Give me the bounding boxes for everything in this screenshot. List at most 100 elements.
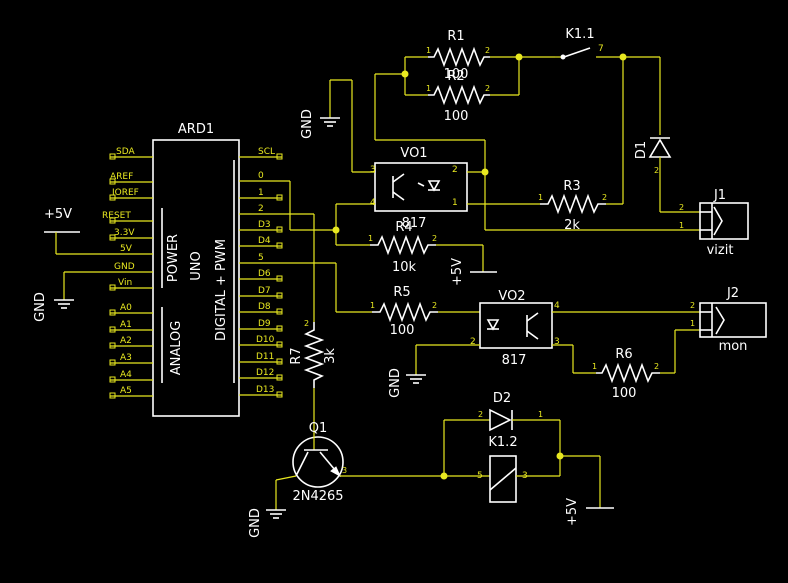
- svg-text:100: 100: [612, 386, 637, 401]
- svg-text:5V: 5V: [120, 244, 133, 254]
- svg-text:3: 3: [370, 165, 376, 175]
- svg-text:5: 5: [258, 253, 264, 263]
- relay-coil-k1-2[interactable]: K1.2 5 3: [440, 420, 601, 508]
- pin-d2: 2: [239, 204, 290, 215]
- pin-5v: 5V: [56, 244, 153, 255]
- connector-j1[interactable]: J1 vizit 2 1: [679, 188, 749, 258]
- pin-d7: D7: [239, 286, 283, 299]
- pin-a2: A2: [109, 336, 153, 349]
- svg-text:2: 2: [452, 165, 458, 175]
- svg-text:100: 100: [444, 109, 469, 124]
- optocoupler-vo2[interactable]: VO2 817 4 3 2: [470, 289, 560, 368]
- vo1-wiring: [289, 79, 700, 246]
- pin-d0: 0: [239, 171, 290, 182]
- svg-text:R1: R1: [447, 29, 464, 44]
- pin-a3: A3: [109, 353, 153, 366]
- svg-text:3: 3: [554, 337, 560, 347]
- pin-scl: SCL: [239, 147, 283, 160]
- resistor-r7[interactable]: R7 3k 2: [289, 213, 338, 430]
- pin-sda: SDA: [109, 147, 153, 160]
- svg-text:1: 1: [426, 84, 431, 93]
- svg-text:A2: A2: [120, 336, 132, 346]
- svg-text:1: 1: [538, 410, 543, 419]
- svg-text:vizit: vizit: [707, 243, 734, 258]
- svg-text:4: 4: [370, 198, 376, 208]
- svg-text:2: 2: [432, 301, 437, 310]
- pin-vin: Vin: [109, 278, 153, 291]
- diode-d1[interactable]: D1 2: [634, 57, 700, 213]
- svg-text:D2: D2: [493, 391, 511, 406]
- svg-text:Vin: Vin: [118, 278, 132, 288]
- pin-d1: 1: [239, 188, 283, 201]
- svg-text:2: 2: [485, 46, 490, 55]
- svg-text:2: 2: [258, 204, 264, 214]
- svg-text:2: 2: [432, 234, 437, 243]
- pin-d5: 5: [239, 253, 336, 264]
- arduino-uno-label: UNO: [189, 251, 204, 280]
- svg-text:1: 1: [452, 198, 458, 208]
- svg-text:3k: 3k: [323, 348, 338, 364]
- resistor-r3[interactable]: R3 2k 1 2: [538, 57, 624, 233]
- pin-d4: D4: [239, 236, 283, 249]
- svg-text:+5V: +5V: [450, 258, 465, 286]
- svg-text:10k: 10k: [392, 260, 417, 275]
- arduino-uno[interactable]: ARD1 POWER UNO ANALOG DIGITAL + PWM SDA …: [56, 122, 336, 417]
- svg-text:R7: R7: [289, 347, 304, 364]
- svg-text:K1.1: K1.1: [565, 27, 594, 42]
- svg-text:2: 2: [602, 193, 607, 202]
- svg-text:R5: R5: [393, 285, 410, 300]
- pin-d11: D11: [239, 352, 283, 365]
- svg-text:D3: D3: [258, 220, 271, 230]
- connector-j2[interactable]: J2 mon 2 1: [690, 286, 767, 354]
- resistor-r5[interactable]: R5 100 1 2: [335, 263, 480, 338]
- svg-text:GND: GND: [114, 262, 135, 272]
- svg-text:K1.2: K1.2: [488, 435, 517, 450]
- svg-text:2k: 2k: [564, 218, 580, 233]
- svg-text:D9: D9: [258, 319, 271, 329]
- svg-text:1: 1: [690, 319, 695, 328]
- svg-text:1: 1: [258, 188, 264, 198]
- svg-text:1: 1: [368, 234, 373, 243]
- svg-text:A0: A0: [120, 303, 132, 313]
- resistor-r2[interactable]: R2 100 1 2: [426, 69, 490, 124]
- resistor-r1[interactable]: R1 100 1 2: [426, 29, 490, 82]
- svg-text:+5V: +5V: [565, 498, 580, 526]
- relay-contact-k1-1[interactable]: K1.1 7: [555, 27, 660, 61]
- svg-text:R3: R3: [563, 179, 580, 194]
- svg-text:D6: D6: [258, 269, 271, 279]
- svg-text:D10: D10: [256, 335, 275, 345]
- svg-text:mon: mon: [719, 339, 748, 354]
- vo2-wiring: [415, 311, 700, 375]
- svg-text:R6: R6: [615, 347, 632, 362]
- arduino-analog-label: ANALOG: [169, 321, 184, 376]
- svg-text:2N4265: 2N4265: [292, 489, 343, 504]
- svg-text:2: 2: [654, 166, 659, 175]
- svg-text:1: 1: [538, 193, 543, 202]
- resistor-r6[interactable]: R6 100 1 2: [592, 329, 700, 401]
- svg-text:A5: A5: [120, 386, 132, 396]
- svg-text:D12: D12: [256, 368, 274, 378]
- arduino-power-label: POWER: [166, 234, 181, 282]
- svg-text:GND: GND: [248, 508, 263, 538]
- optocoupler-vo1[interactable]: VO1 817 3 4 2 1: [370, 146, 468, 231]
- pin-d8: D8: [239, 302, 283, 315]
- resistor-r4[interactable]: R4 10k 1 2: [368, 220, 484, 275]
- diode-d2[interactable]: D2 2 1: [444, 391, 560, 432]
- svg-text:0: 0: [258, 171, 264, 181]
- r1-r2-wiring: [374, 53, 555, 172]
- pin-a5: A5: [109, 386, 153, 399]
- ground-top: GND: [300, 80, 340, 139]
- svg-text:D11: D11: [256, 352, 274, 362]
- svg-text:817: 817: [502, 353, 527, 368]
- svg-text:A3: A3: [120, 353, 132, 363]
- pin-d13: D13: [239, 385, 283, 398]
- transistor-q1[interactable]: Q1 2N4265 3: [275, 421, 444, 504]
- svg-text:GND: GND: [33, 292, 48, 322]
- svg-text:SDA: SDA: [116, 147, 135, 157]
- svg-text:A4: A4: [120, 370, 132, 380]
- svg-text:R2: R2: [447, 69, 464, 84]
- svg-text:2: 2: [654, 362, 659, 371]
- svg-text:100: 100: [390, 323, 415, 338]
